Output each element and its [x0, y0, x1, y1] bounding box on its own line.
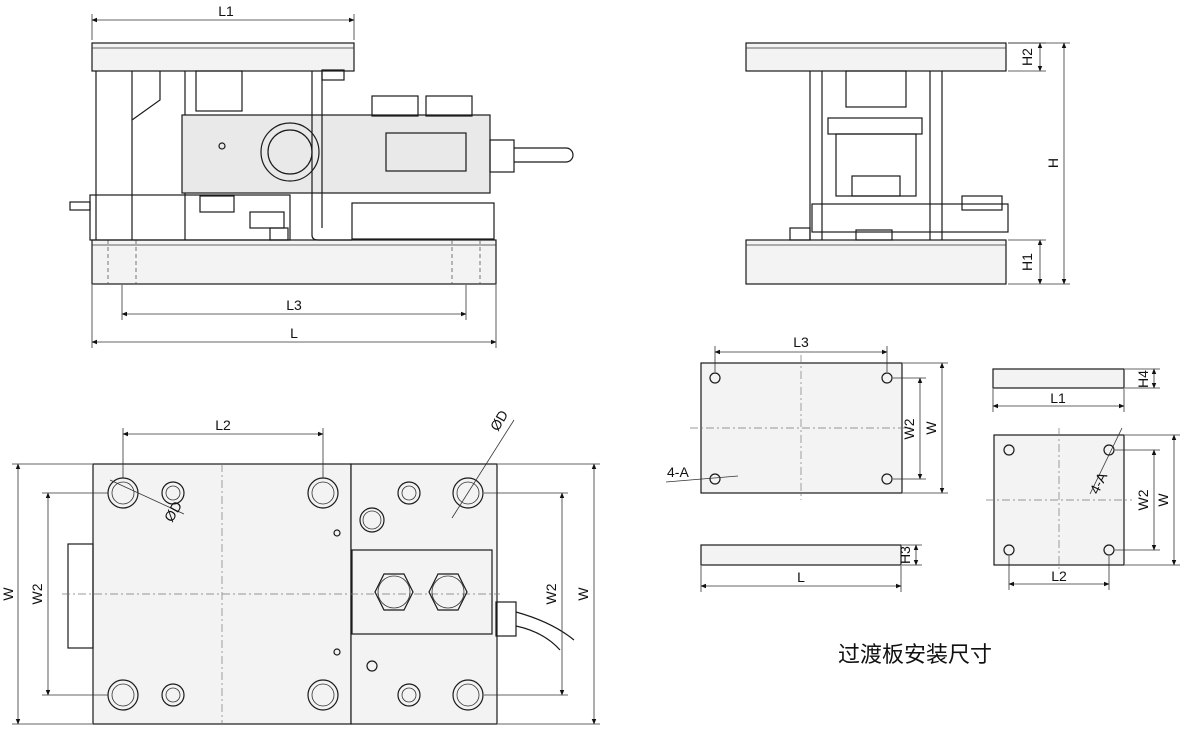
dim-4A-plate-A: 4-A [667, 464, 689, 480]
side-top-plate [745, 42, 1007, 72]
dim-W2-right: W2 [543, 583, 559, 604]
dim-L3-plate: L3 [793, 334, 809, 350]
dim-H1: H1 [1019, 253, 1035, 271]
dim-L3-front: L3 [286, 297, 302, 313]
transition-plate-detail: 4-A L3 W2 W H3 L H4 L1 [665, 334, 1180, 667]
dim-W-plate-B: W [1155, 493, 1171, 507]
dim-H2: H2 [1019, 48, 1035, 66]
dim-W2-plate-B: W2 [1135, 489, 1151, 510]
plate-B-side [992, 368, 1125, 389]
front-view: L1 L3 L [69, 3, 574, 348]
front-base-plate [91, 239, 497, 285]
top-view: ØD ØD L2 W W2 W2 W [0, 407, 600, 725]
dim-W-left: W [0, 587, 16, 601]
dim-L-plate: L [797, 569, 805, 585]
side-view: H2 H1 H [745, 42, 1070, 285]
dim-H4: H4 [1135, 370, 1151, 388]
front-top-plate [91, 42, 355, 72]
dim-L2-plate: L2 [1051, 568, 1067, 584]
front-post [195, 70, 243, 112]
front-load-cell [181, 114, 491, 194]
dim-L2-top: L2 [215, 417, 231, 433]
dim-H3: H3 [897, 546, 913, 564]
dim-D-right: ØD [487, 407, 511, 433]
dim-L1-plate: L1 [1050, 390, 1066, 406]
side-base-plate [745, 239, 1007, 285]
dim-H: H [1045, 158, 1061, 168]
drawing-caption: 过渡板安装尺寸 [838, 642, 992, 667]
dim-W-right: W [575, 587, 591, 601]
dim-L1-front: L1 [218, 3, 234, 19]
dim-L-front: L [290, 325, 298, 341]
plate-A-side [700, 544, 902, 566]
dim-W2-left: W2 [29, 583, 45, 604]
dim-W-plate-A: W [923, 421, 939, 435]
dim-W2-plate-A: W2 [901, 418, 917, 439]
